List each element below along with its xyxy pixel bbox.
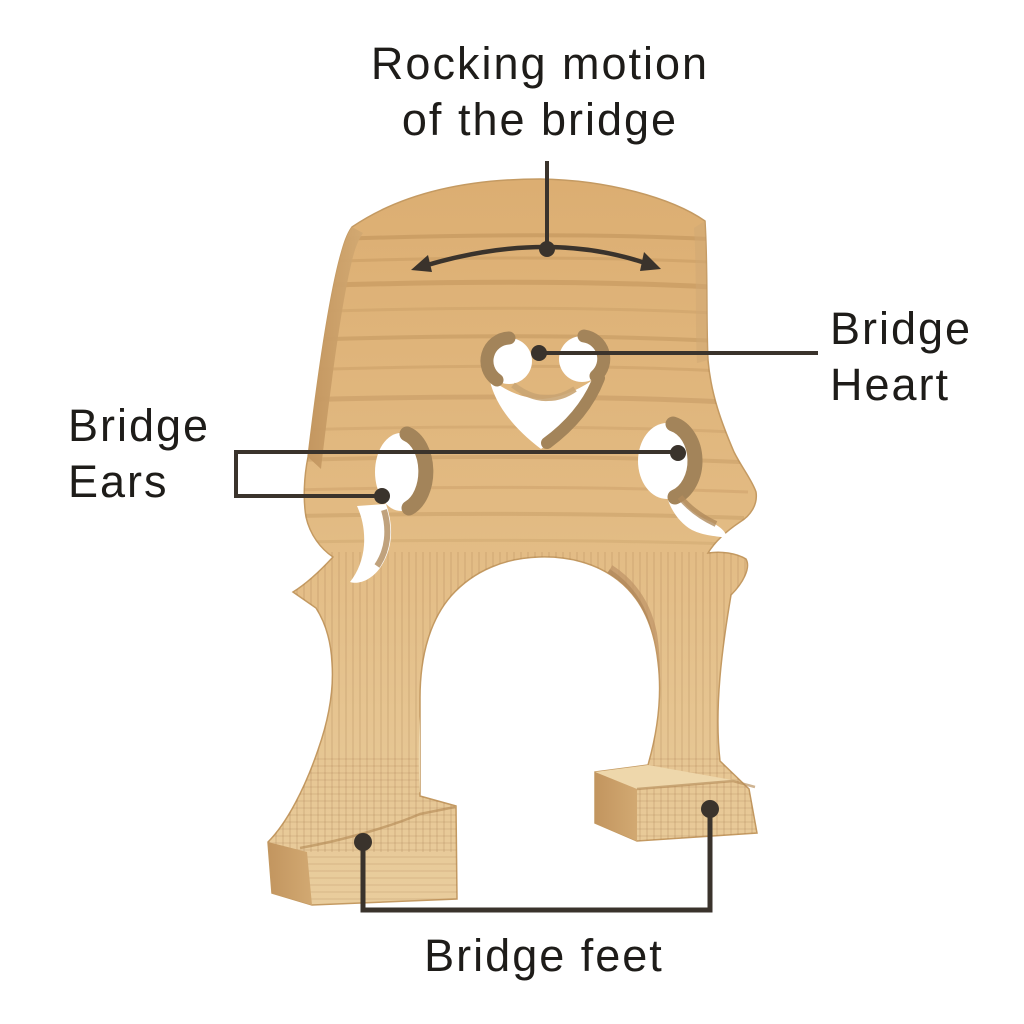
bridge-body xyxy=(267,178,758,906)
title-rocking-motion: Rocking motion of the bridge xyxy=(290,36,790,148)
rocking-arrow-left-icon xyxy=(411,255,432,272)
bridge-ears-line-2: Ears xyxy=(68,456,169,507)
left-foot-side-face xyxy=(268,842,312,905)
feet-dot-left xyxy=(354,833,372,851)
bridge-feet-text: Bridge feet xyxy=(424,930,664,981)
left-foot-crease xyxy=(299,805,456,850)
bridge-right-side-face xyxy=(694,221,708,363)
rocking-arrow-right-icon xyxy=(640,252,661,271)
ears-dot-left xyxy=(374,488,390,504)
title-line-1: Rocking motion xyxy=(370,38,710,89)
bridge-ears-line-1: Bridge xyxy=(68,400,211,451)
ears-bracket-line xyxy=(234,450,678,498)
bridge-heart-line-2: Heart xyxy=(830,359,951,410)
feet-bracket-line xyxy=(360,810,713,913)
bridge-heart-line-1: Bridge xyxy=(830,303,973,354)
title-line-2: of the bridge xyxy=(401,94,679,145)
rocking-arc xyxy=(423,244,649,269)
right-foot-crease xyxy=(636,779,756,791)
label-bridge-feet: Bridge feet xyxy=(344,928,744,984)
label-bridge-ears: Bridge Ears xyxy=(68,398,210,510)
right-foot-side-face xyxy=(595,772,637,841)
bridge-heart-cutout xyxy=(480,329,611,449)
ears-dot-right xyxy=(670,445,686,461)
label-bridge-heart: Bridge Heart xyxy=(830,301,972,413)
annotations xyxy=(234,161,818,913)
bridge-ear-right-cutout xyxy=(638,416,727,538)
heart-leader-dot xyxy=(531,345,547,361)
bridge-left-side-face xyxy=(308,227,363,469)
feet-dot-right xyxy=(701,800,719,818)
